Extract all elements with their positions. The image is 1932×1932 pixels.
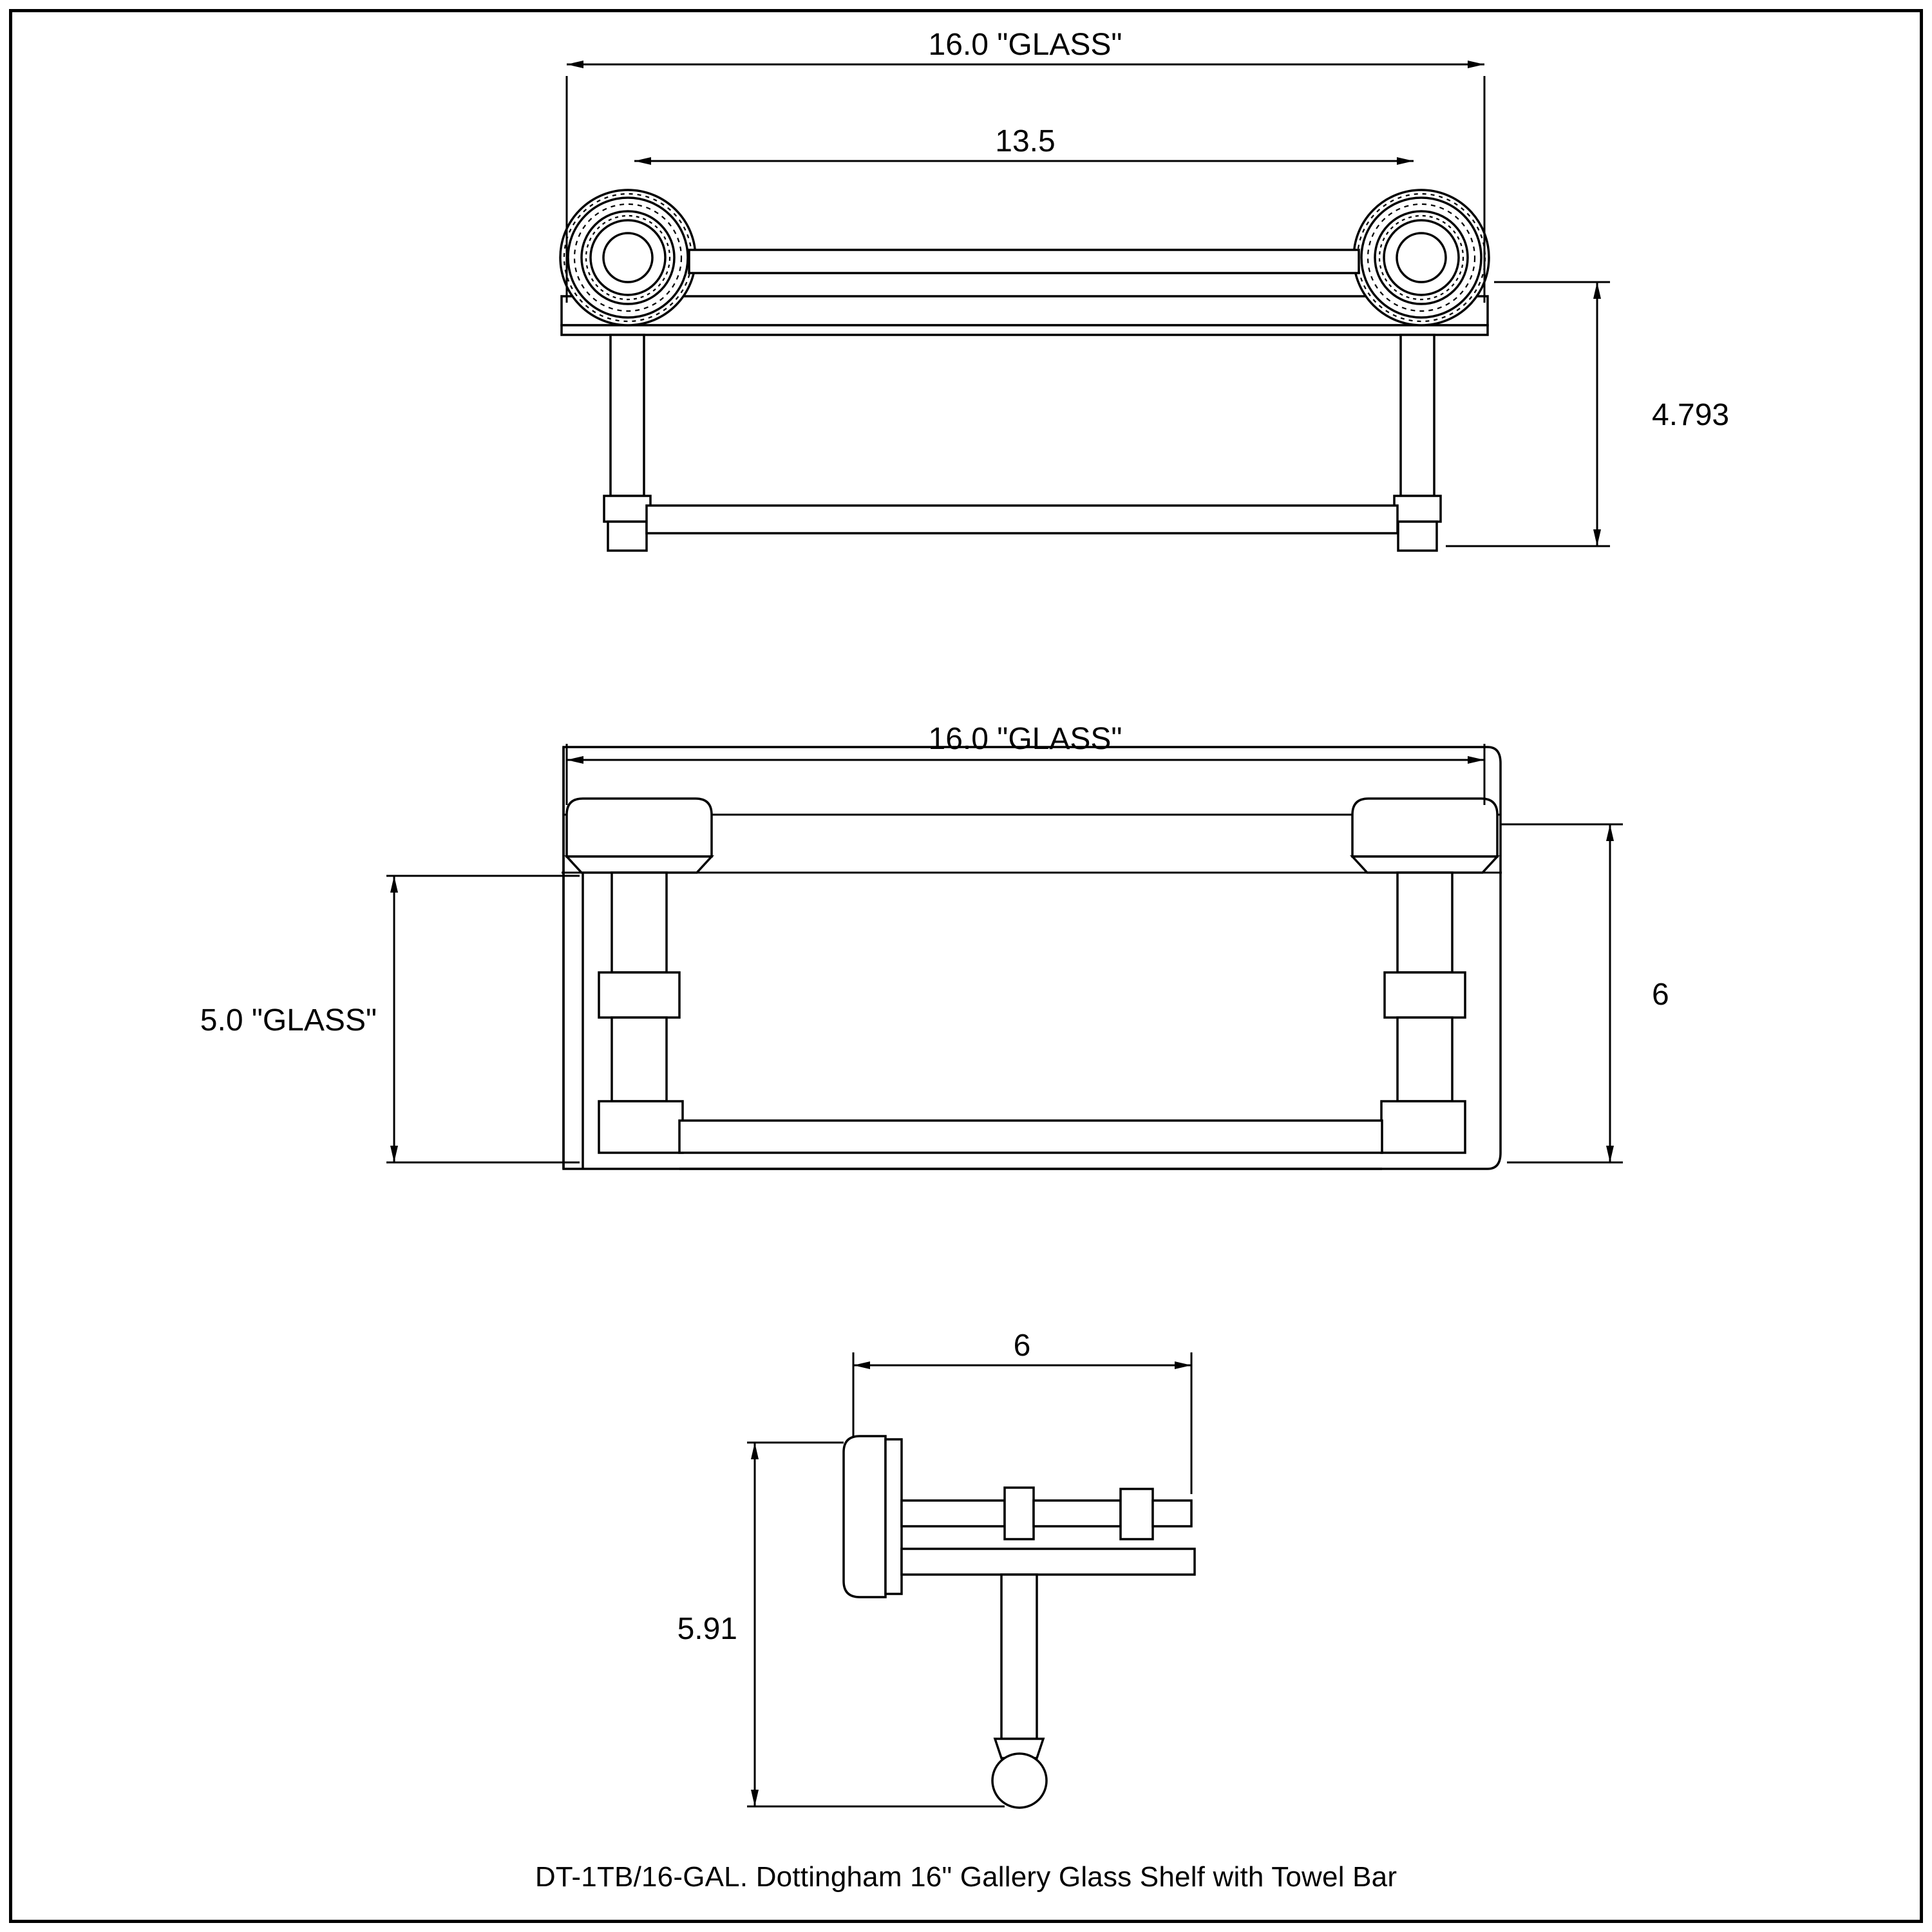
side-dimension-lines bbox=[747, 1352, 1193, 1808]
top-depth-glass-label: 5.0 "GLASS" bbox=[200, 1003, 377, 1037]
top-dimension-lines bbox=[386, 744, 1623, 1164]
side-depth-label: 6 bbox=[1014, 1329, 1031, 1363]
front-dimension-lines bbox=[565, 61, 1610, 547]
top-width-overall-label: 16.0 "GLASS" bbox=[929, 722, 1122, 756]
top-depth-overall-label: 6 bbox=[1652, 978, 1669, 1012]
drawing-caption: DT-1TB/16-GAL. Dottingham 16" Gallery Gl… bbox=[535, 1861, 1397, 1893]
side-height-label: 5.91 bbox=[677, 1612, 737, 1646]
front-height-label: 4.793 bbox=[1652, 398, 1729, 432]
front-width-overall-label: 16.0 "GLASS" bbox=[929, 28, 1122, 62]
front-view-geometry bbox=[559, 189, 1490, 552]
side-view-geometry bbox=[842, 1435, 1196, 1809]
top-view-geometry bbox=[562, 746, 1502, 1170]
sheet-border bbox=[9, 9, 1923, 1923]
front-width-centers-label: 13.5 bbox=[995, 124, 1055, 158]
